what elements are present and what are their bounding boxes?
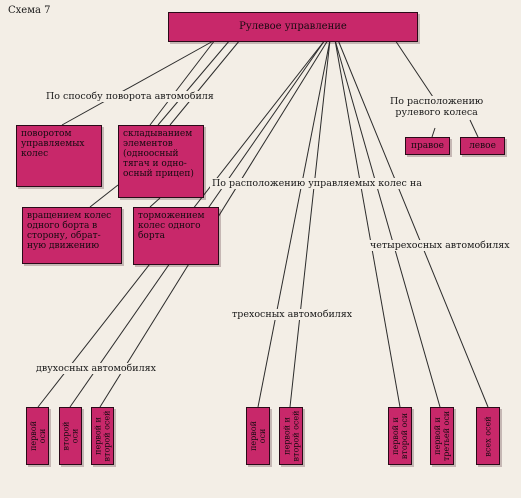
connector-root-steered	[61, 39, 216, 126]
option-three-axle-first-second: первой и второй осей	[279, 407, 303, 465]
option-three-axle-first: первой оси	[246, 407, 270, 465]
group-by-steered-wheels-location: По расположению управляемых колес на	[210, 178, 424, 189]
connector-root-side-braking	[169, 39, 241, 126]
root-box: Рулевое управление	[168, 12, 418, 42]
box-wheel-left: левое	[460, 137, 505, 155]
group-by-turn-method: По способу поворота автомобиля	[44, 91, 216, 102]
option-four-axle-first-second: первой и второй оси	[388, 407, 412, 465]
option-two-axle-second: второй оси	[59, 407, 82, 465]
root-title: Рулевое управление	[239, 21, 347, 32]
box-wheel-right: правое	[405, 137, 450, 155]
group-by-wheel-position: По расположению рулевого колеса	[388, 96, 486, 118]
connector-root-three-axle-2	[289, 39, 331, 408]
connector-root-articulation	[149, 39, 216, 126]
box-side-rotation: вращением колес одного борта в сторону, …	[22, 207, 122, 264]
connector-articulation-rotation	[89, 184, 119, 208]
connector-wheelpos-left	[469, 119, 479, 138]
connector-root-three-axle-1	[257, 39, 331, 408]
label-four-axle: четырехосных автомобилях	[368, 240, 512, 251]
connector-root-wheel-position	[394, 39, 436, 101]
option-two-axle-first: первой оси	[26, 407, 49, 465]
connector-wheelpos-right	[431, 127, 436, 138]
connector-root-four-axle-2	[334, 39, 441, 408]
label-three-axle: трехосных автомобилях	[230, 309, 355, 320]
box-side-braking: торможением колес одного борта	[133, 207, 219, 265]
box-steered-wheels: поворотом управляемых колес	[16, 125, 102, 187]
connector-root-four-axle-3	[337, 39, 489, 408]
label-two-axle: двухосных автомобилях	[34, 363, 158, 374]
option-four-axle-first-third: первой и третьей оси	[430, 407, 454, 465]
connector-root-side-rotation	[157, 39, 231, 126]
connector-root-four-axle-1	[334, 39, 401, 408]
option-four-axle-all: всех осей	[476, 407, 500, 465]
box-articulation: складыванием элементов (одноосный тягач …	[118, 125, 204, 198]
option-two-axle-both: первой и второй осей	[91, 407, 114, 465]
scheme-label: Схема 7	[8, 5, 51, 16]
connector-articulation-braking	[149, 197, 161, 208]
